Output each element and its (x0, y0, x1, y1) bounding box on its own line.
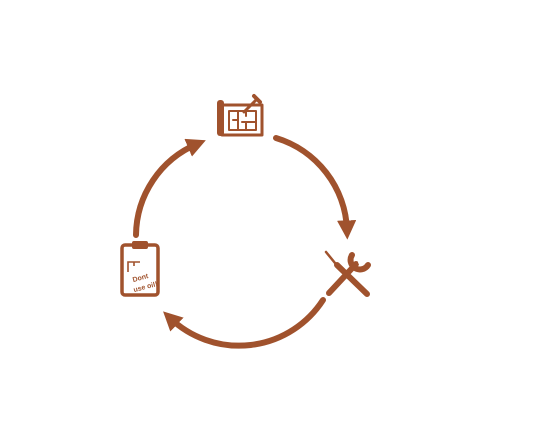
arrow-blueprint-to-tools (273, 135, 357, 240)
clipboard-note-line1: Dont (132, 273, 150, 284)
arrow-tools-to-clipboard (163, 297, 326, 349)
wrench-screwdriver-icon (324, 250, 371, 297)
blueprint-icon (217, 94, 264, 137)
clipboard-icon: Dont use oil! (120, 241, 160, 297)
arrow-clipboard-to-blueprint (133, 138, 206, 238)
